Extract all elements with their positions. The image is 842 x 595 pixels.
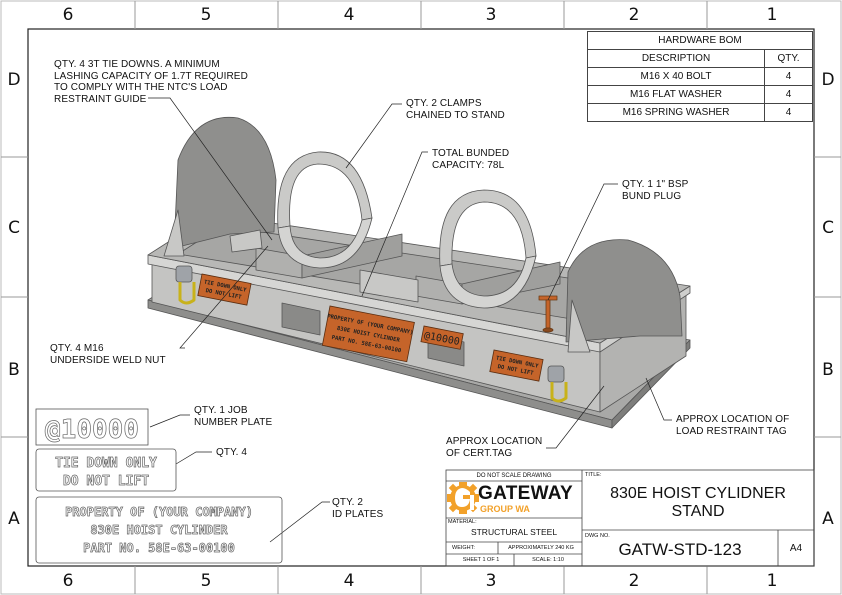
decal-job-number: @10000: [420, 325, 464, 350]
decal-id-plate: PROPERTY OF (YOUR COMPANY) 830E HOIST CY…: [321, 305, 415, 363]
zone-row-left-d: D: [7, 70, 21, 90]
zone-col-top-1: 1: [766, 5, 778, 25]
tb-material-label: MATERIAL:: [448, 519, 477, 525]
bom-cell-qty: 4: [764, 85, 813, 104]
stand-model: [147, 116, 691, 429]
zone-col-bottom-6: 6: [62, 571, 74, 591]
note-tie-down-plate: QTY. 4: [216, 447, 247, 458]
zone-row-left-b: B: [8, 360, 20, 380]
tb-size: A4: [789, 543, 803, 554]
zone-col-bottom-4: 4: [343, 571, 355, 591]
tb-weight: APPROXIMATELY 240 KG: [508, 545, 574, 551]
tb-do-not-scale: DO NOT SCALE DRAWING: [476, 473, 552, 479]
bom-title: HARDWARE BOM: [587, 31, 813, 50]
tb-title-label: TITLE:: [585, 472, 602, 478]
bom-cell-description: M16 SPRING WASHER: [587, 103, 765, 122]
bom-cell-description: M16 X 40 BOLT: [587, 67, 765, 86]
job-plate-text: @10000: [45, 415, 139, 445]
zone-row-left-a: A: [8, 509, 20, 529]
tb-material: STRUCTURAL STEEL: [470, 527, 558, 537]
tie-down-plate-line2: DO NOT LIFT: [63, 474, 149, 489]
zone-col-top-2: 2: [628, 5, 640, 25]
decal-tie-down-left: TIE DOWN ONLY DO NOT LIFT: [197, 273, 252, 306]
tie-down-plate-outline: [35, 448, 177, 492]
tb-dwg-no: GATW-STD-123: [618, 540, 742, 559]
zone-col-bottom-5: 5: [200, 571, 212, 591]
bom-cell-qty: 4: [764, 67, 813, 86]
clamp-ring-left: [277, 151, 373, 229]
table-row: M16 SPRING WASHER 4: [587, 103, 813, 122]
decal-tie-down-right: TIE DOWN ONLY DO NOT LIFT: [489, 349, 544, 382]
tb-company-sub: GROUP WA: [480, 504, 530, 514]
id-plate-line2: 830E HOIST CYLINDER: [90, 523, 228, 537]
tb-weight-label: WEIGHT:: [452, 545, 475, 551]
id-plate-line1: PROPERTY OF (YOUR COMPANY): [65, 505, 253, 519]
zone-row-right-c: C: [822, 218, 834, 238]
id-plate-line3: PART NO. 58E-63-00100: [83, 541, 235, 555]
zone-row-left-c: C: [8, 218, 20, 238]
tie-down-shackle-right: [547, 365, 568, 403]
zone-row-right-a: A: [822, 509, 834, 529]
leader-lines: [148, 97, 672, 543]
zone-col-bottom-2: 2: [628, 571, 640, 591]
table-row: M16 FLAT WASHER 4: [587, 85, 813, 104]
bom-header-qty: QTY.: [764, 49, 813, 68]
tie-down-plate-line1: TIE DOWN ONLY: [55, 456, 157, 471]
zone-row-right-d: D: [821, 70, 835, 90]
tb-company-name: GATEWAY: [478, 483, 574, 504]
id-plate-outline: [35, 496, 283, 564]
zone-col-bottom-1: 1: [766, 571, 778, 591]
zone-col-bottom-3: 3: [485, 571, 497, 591]
job-plate-outline: [35, 408, 149, 446]
tb-sheet: SHEET 1 OF 1: [462, 557, 500, 563]
tie-down-shackle-left: [175, 265, 196, 305]
tb-scale: SCALE: 1:10: [532, 557, 564, 563]
front-cutout-1: [281, 302, 321, 336]
hardware-bom-table: HARDWARE BOM DESCRIPTION QTY. M16 X 40 B…: [587, 31, 813, 122]
zone-row-right-b: B: [822, 360, 834, 380]
zone-col-top-3: 3: [485, 5, 497, 25]
zone-col-top-6: 6: [62, 5, 74, 25]
bom-cell-qty: 4: [764, 103, 813, 122]
zone-col-top-5: 5: [200, 5, 212, 25]
gateway-gear-icon: [447, 482, 479, 514]
bom-header-description: DESCRIPTION: [587, 49, 765, 68]
title-block: [445, 469, 815, 567]
zone-col-top-4: 4: [343, 5, 355, 25]
bom-cell-description: M16 FLAT WASHER: [587, 85, 765, 104]
tb-dwg-label: DWG NO.: [585, 533, 610, 539]
table-row: M16 X 40 BOLT 4: [587, 67, 813, 86]
end-plate-left: [173, 116, 277, 249]
end-plate-right: [565, 239, 683, 343]
